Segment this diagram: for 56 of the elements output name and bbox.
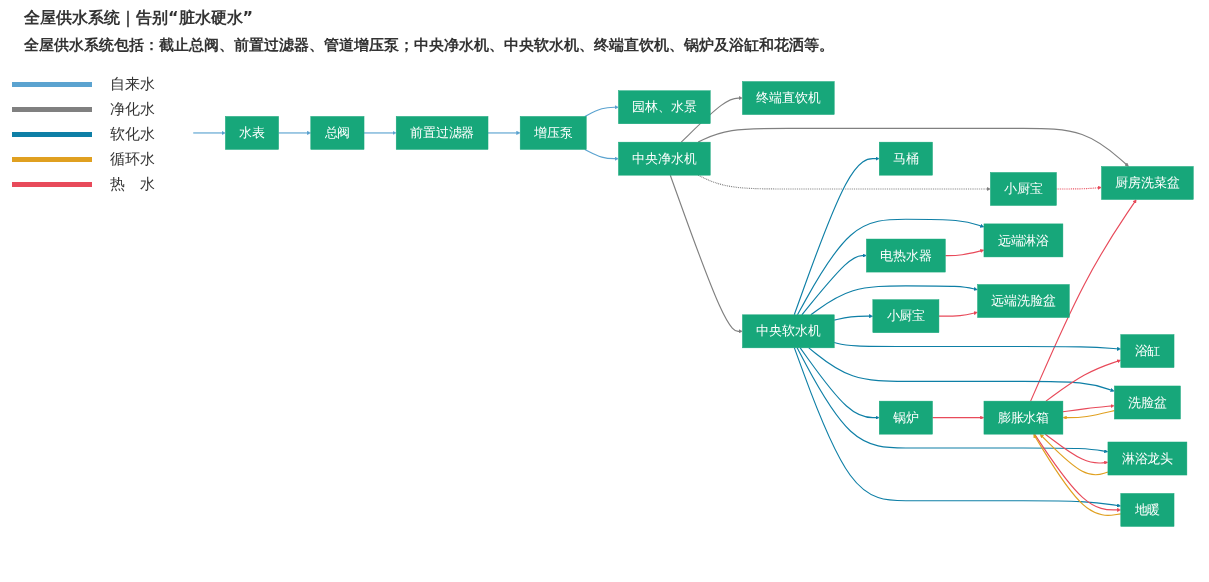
legend-text: 热 水	[110, 175, 155, 194]
node-box: 增压泵	[519, 116, 587, 150]
arrow	[487, 130, 521, 135]
arrow	[810, 285, 978, 316]
arrow	[808, 347, 1115, 392]
node-box: 水表	[225, 116, 279, 150]
node-box: 远端淋浴	[983, 223, 1064, 258]
node-box: 膨胀水箱	[983, 400, 1064, 435]
node-box: 前置过滤器	[395, 116, 489, 150]
node-box: 终端直饮机	[742, 81, 835, 115]
arrow	[931, 415, 985, 420]
arrow	[1045, 359, 1121, 402]
arrow	[793, 156, 880, 316]
node-box: 园林、水景	[618, 90, 711, 124]
node-box: 厨房洗菜盆	[1101, 166, 1194, 200]
node-box: 洗脸盆	[1114, 385, 1181, 420]
arrow	[584, 105, 619, 117]
arrow	[278, 130, 311, 135]
legend-text: 净化水	[110, 100, 155, 119]
arrow	[796, 218, 985, 316]
node-box: 锅炉	[879, 400, 933, 435]
node-box: 总阀	[310, 116, 365, 150]
arrow	[833, 314, 873, 321]
arrow	[1062, 410, 1115, 420]
arrow	[801, 253, 867, 316]
legend-text: 软化水	[110, 125, 155, 144]
arrow	[584, 148, 619, 161]
arrow	[363, 130, 397, 135]
arrow	[796, 347, 1109, 454]
arrow	[697, 127, 1129, 167]
arrow	[799, 347, 880, 420]
node-box: 电热水器	[866, 238, 946, 273]
arrow	[944, 248, 985, 257]
arrow	[793, 347, 1121, 508]
legend-text: 自来水	[110, 75, 155, 94]
arrow	[669, 174, 743, 334]
node-box: 小厨宝	[990, 172, 1057, 206]
arrow	[938, 311, 978, 317]
node-box: 小厨宝	[872, 299, 940, 333]
arrow	[192, 130, 226, 135]
arrow	[1062, 404, 1115, 413]
node-box: 中央净水机	[618, 141, 711, 176]
node-box: 远端洗脸盆	[977, 284, 1070, 318]
description-text: 全屋供水系统包括：截止总阀、前置过滤器、管道增压泵；中央净水机、中央软水机、终端直饮机、锅炉及浴缸和花洒等。	[24, 36, 834, 55]
legend-text: 循环水	[110, 150, 155, 169]
node-box: 淋浴龙头	[1107, 441, 1188, 476]
node-box: 地暖	[1120, 493, 1175, 527]
arrow	[1055, 185, 1102, 190]
node-box: 中央软水机	[742, 314, 835, 349]
arrow	[1039, 434, 1109, 476]
node-box: 浴缸	[1120, 334, 1175, 368]
arrow	[1044, 433, 1109, 465]
arrow	[833, 341, 1121, 351]
diagram-title: 全屋供水系统｜告别“脏水硬水”	[24, 8, 254, 29]
arrow	[1030, 199, 1137, 402]
node-box: 马桶	[879, 141, 933, 176]
